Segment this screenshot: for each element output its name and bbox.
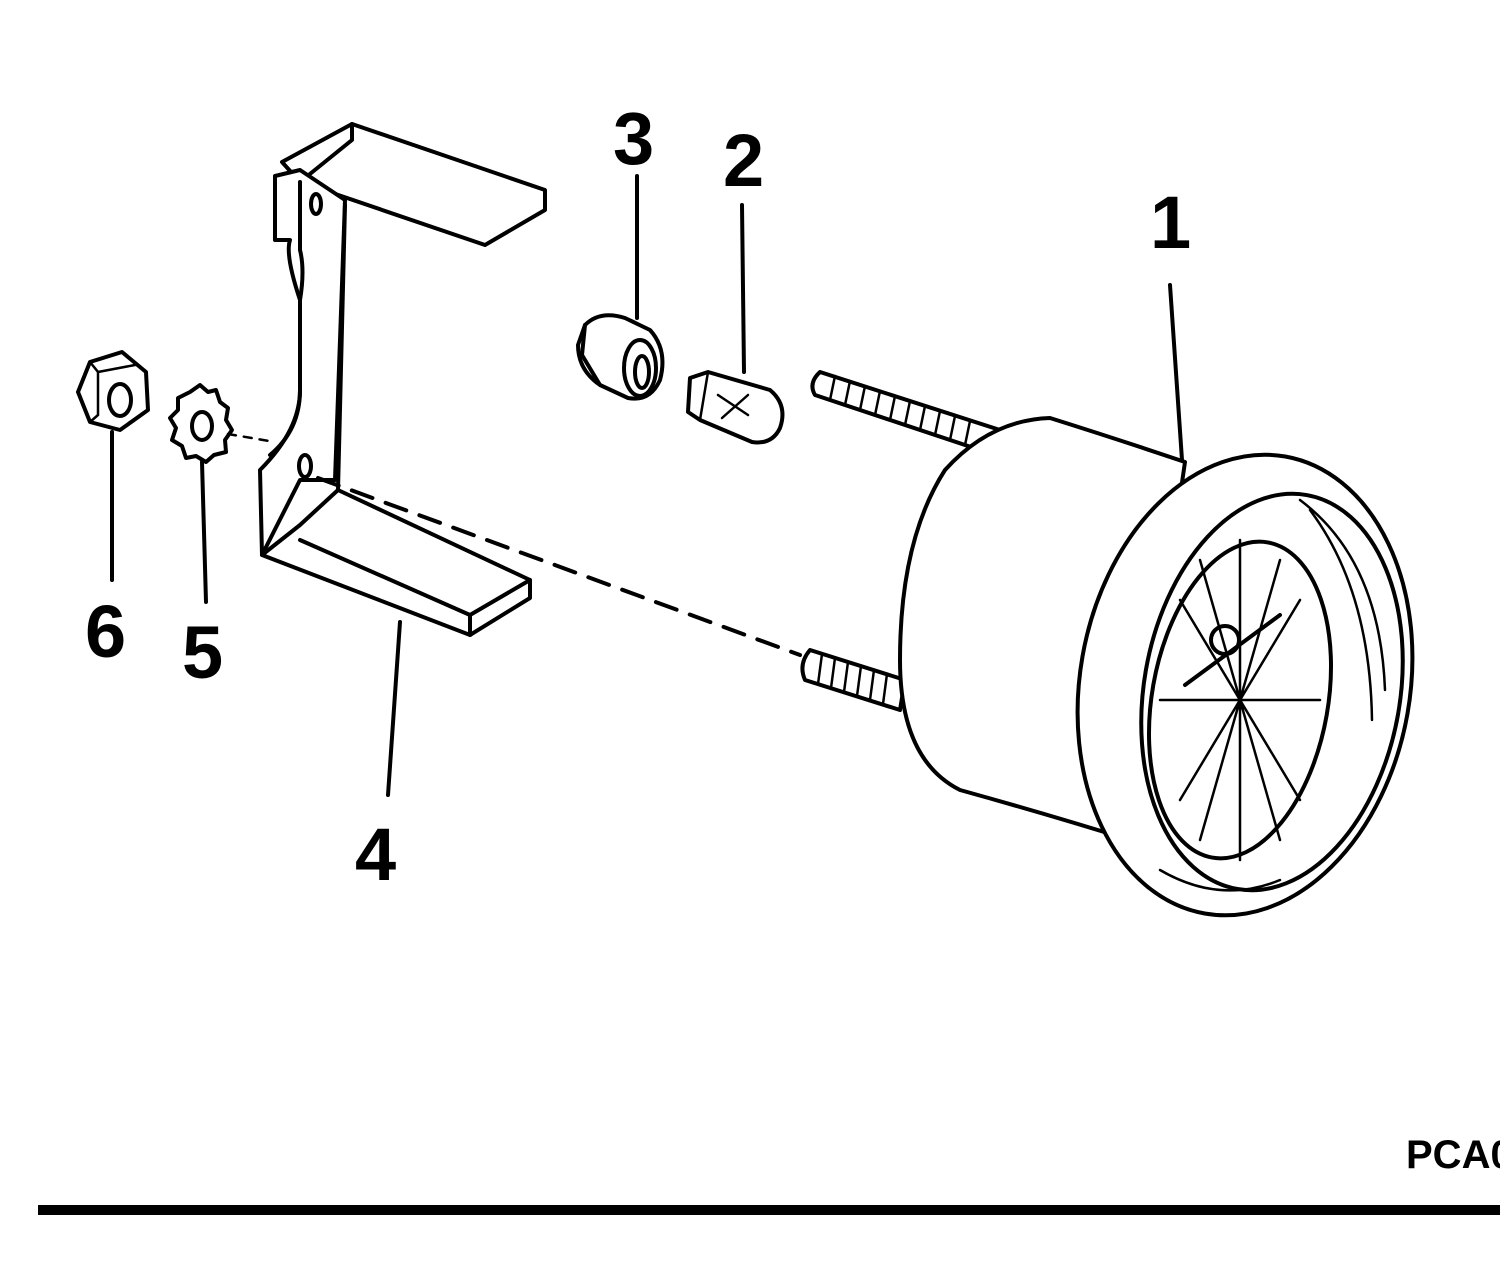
callout-3: 3 [613,97,654,180]
gauge-stud-lower [800,648,907,712]
callout-4: 4 [355,813,396,896]
part-3-bulb-socket [576,313,665,401]
part-5-lock-washer [168,383,234,464]
leader-line-5 [200,460,208,604]
part-6-nut [76,350,150,432]
bottom-rule [38,1205,1500,1215]
part-1-gauge [800,370,1415,918]
gauge-stud-upper [810,370,1002,457]
leader-line-1 [1168,283,1184,462]
callout-2: 2 [723,119,764,202]
callout-5: 5 [182,611,223,694]
reference-code: PCA0 [1406,1133,1500,1177]
part-2-bulb [686,370,785,445]
part-4-bracket [258,122,547,637]
leader-line-4 [386,620,402,797]
callout-6: 6 [85,590,126,673]
washer-dashed [226,432,277,444]
leader-line-2 [740,203,746,374]
callout-1: 1 [1150,181,1191,264]
mounting-path-dashed [316,476,802,657]
